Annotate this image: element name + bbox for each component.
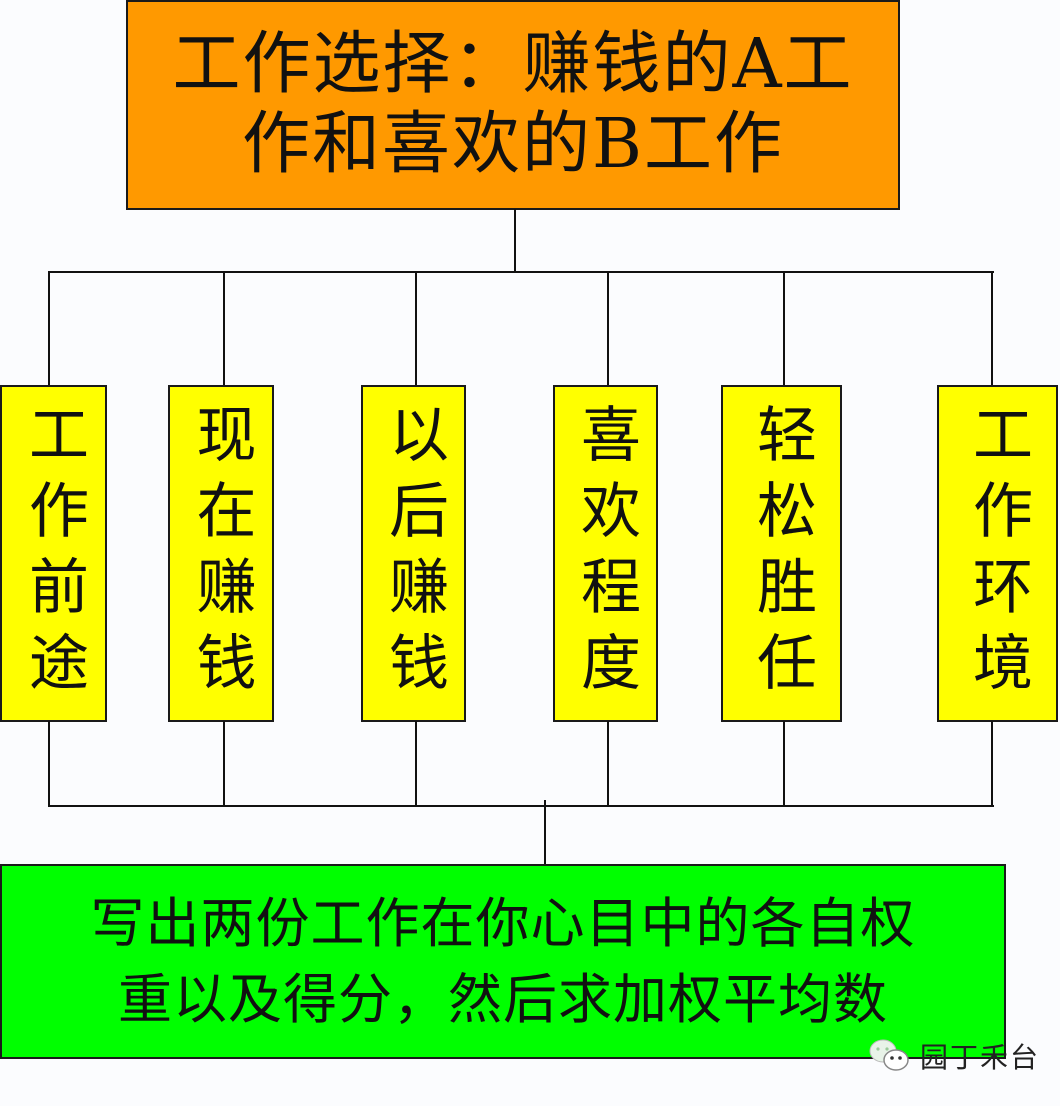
watermark-text: 园丁禾台 xyxy=(920,1041,1041,1074)
connector-bottom-rise-1 xyxy=(48,721,50,807)
criterion-label: 现在赚钱 xyxy=(186,403,256,707)
connector-bottom-rise-4 xyxy=(607,721,609,807)
connector-bottom-rise-2 xyxy=(223,721,225,807)
conclusion-line-1: 写出两份工作在你心目中的各自权 xyxy=(90,891,916,955)
connector-top-drop-3 xyxy=(415,271,417,386)
connector-top-drop-5 xyxy=(783,271,785,386)
criterion-box-liking: 喜欢程度 xyxy=(553,385,658,722)
wechat-icon xyxy=(868,1038,912,1074)
criterion-label: 工作前途 xyxy=(18,403,89,707)
title-box: 工作选择：赚钱的A工 作和喜欢的B工作 xyxy=(126,0,900,210)
criterion-box-future-earnings: 以后赚钱 xyxy=(361,385,466,722)
criterion-label: 轻松胜任 xyxy=(746,403,817,707)
criterion-box-career-prospects: 工作前途 xyxy=(0,385,107,722)
conclusion-box: 写出两份工作在你心目中的各自权 重以及得分，然后求加权平均数 xyxy=(0,864,1006,1059)
criterion-label: 以后赚钱 xyxy=(378,403,449,707)
title-line-1: 工作选择：赚钱的A工 xyxy=(172,25,854,104)
connector-bottom-bus xyxy=(48,805,994,807)
connector-top-bus xyxy=(48,271,994,273)
watermark: 园丁禾台 xyxy=(868,1036,1040,1076)
connector-conclusion-stem xyxy=(544,800,546,865)
connector-title-stem xyxy=(514,209,516,273)
connector-top-drop-6 xyxy=(991,271,993,386)
connector-top-drop-1 xyxy=(48,271,50,386)
criterion-label: 喜欢程度 xyxy=(570,403,641,707)
criterion-box-current-earnings: 现在赚钱 xyxy=(168,385,274,722)
connector-top-drop-2 xyxy=(223,271,225,386)
connector-top-drop-4 xyxy=(607,271,609,386)
conclusion-line-2: 重以及得分，然后求加权平均数 xyxy=(118,967,888,1031)
criterion-box-work-environment: 工作环境 xyxy=(937,385,1058,722)
connector-bottom-rise-6 xyxy=(991,721,993,807)
connector-bottom-rise-5 xyxy=(783,721,785,807)
criterion-box-easy-to-handle: 轻松胜任 xyxy=(721,385,842,722)
title-line-2: 作和喜欢的B工作 xyxy=(242,105,784,184)
criterion-label: 工作环境 xyxy=(962,403,1033,707)
connector-bottom-rise-3 xyxy=(415,721,417,807)
